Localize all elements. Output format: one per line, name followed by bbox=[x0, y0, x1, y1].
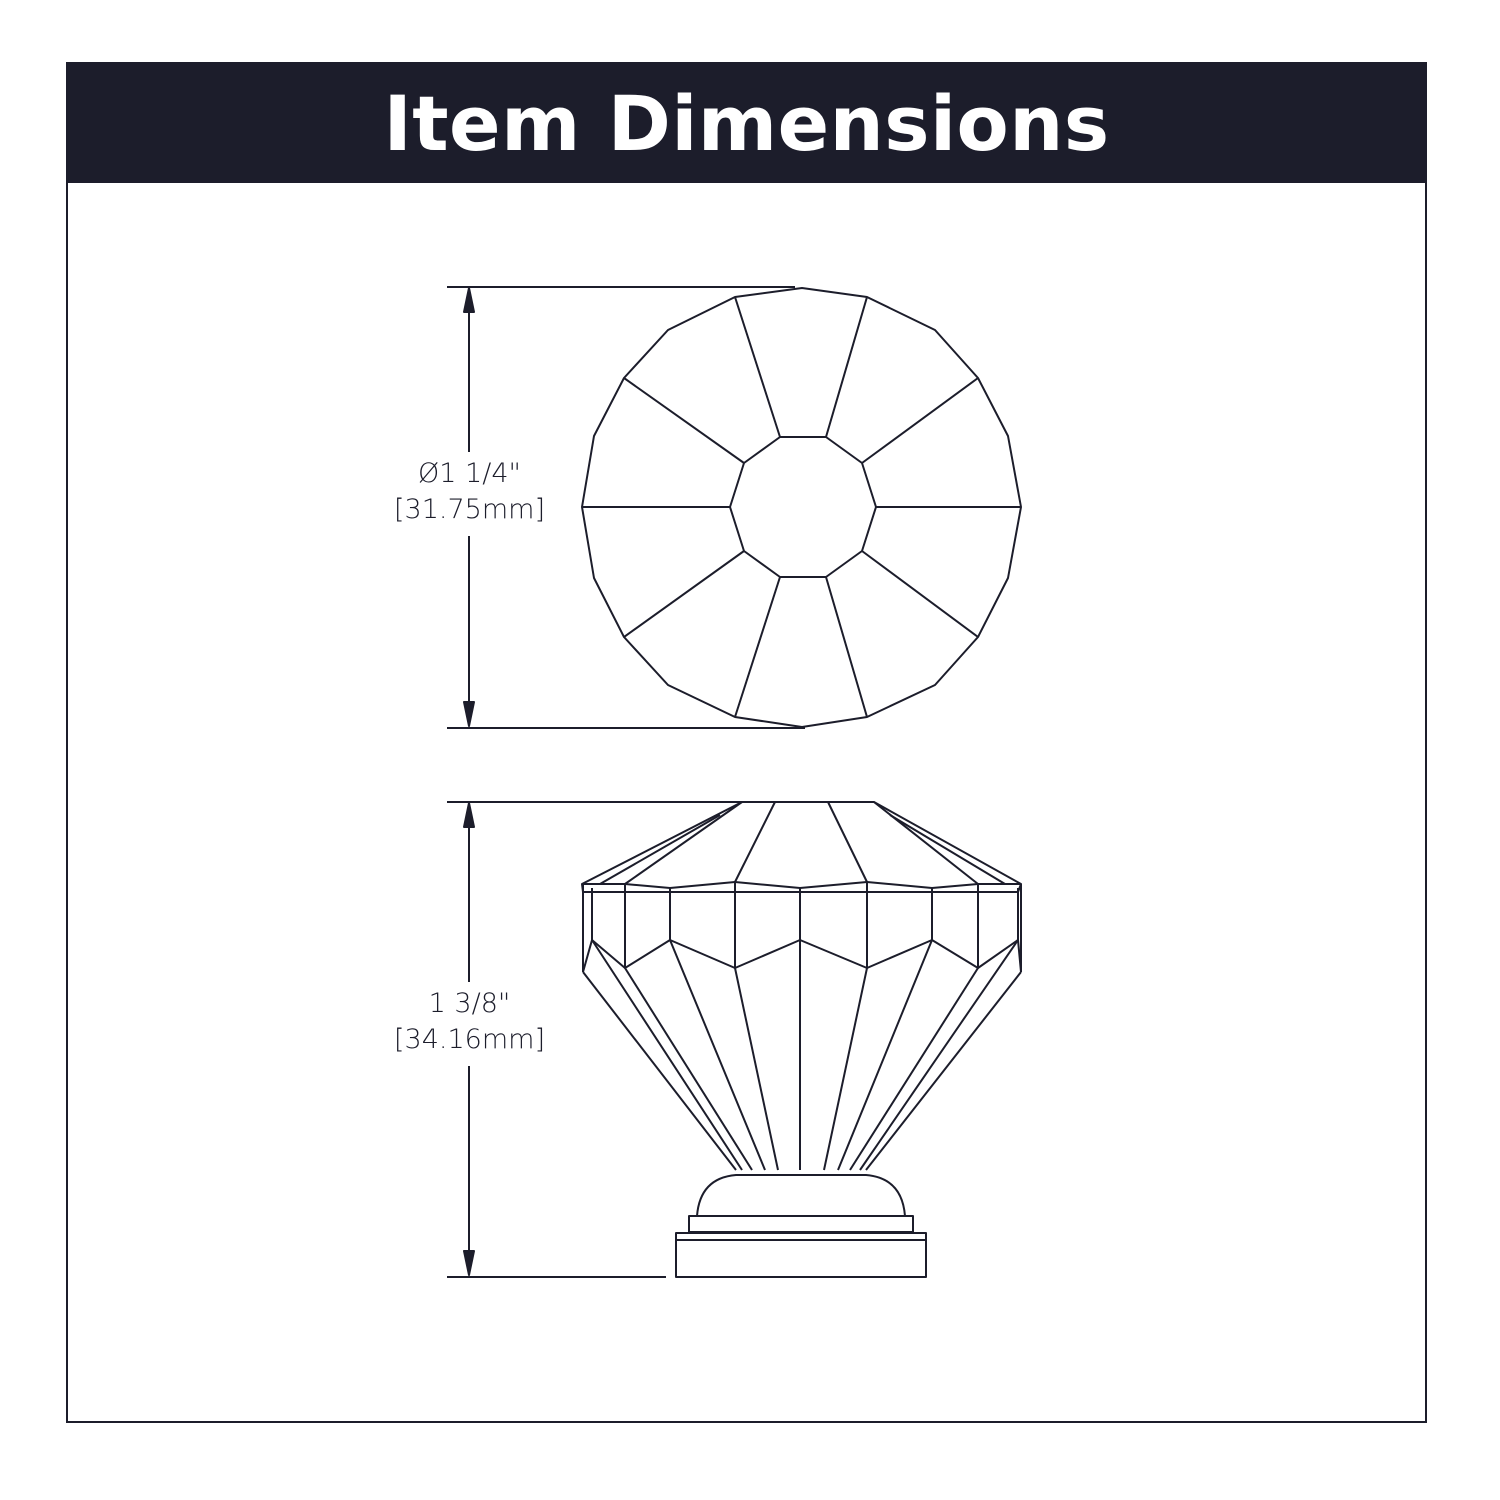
diameter-label: Ø1 1/4" [31.75mm] bbox=[392, 456, 547, 528]
diameter-dimension bbox=[392, 286, 805, 729]
top-view bbox=[392, 286, 1022, 729]
side-view-body bbox=[582, 939, 1022, 1171]
page-title: Item Dimensions bbox=[383, 79, 1110, 168]
height-dimension bbox=[392, 801, 742, 1278]
arrow-down-icon bbox=[463, 1250, 475, 1276]
top-view-center-facet bbox=[729, 436, 877, 578]
height-imperial: 1 3/8" bbox=[428, 988, 511, 1019]
arrow-down-icon bbox=[463, 701, 475, 727]
height-label: 1 3/8" [34.16mm] bbox=[392, 986, 547, 1058]
side-view bbox=[392, 801, 1022, 1278]
diameter-imperial: Ø1 1/4" bbox=[418, 458, 521, 489]
title-bar: Item Dimensions bbox=[68, 64, 1425, 183]
side-view-crown bbox=[581, 801, 1022, 893]
top-view-facet-lines bbox=[582, 296, 1021, 718]
arrow-up-icon bbox=[463, 287, 475, 313]
side-view-band-zigzag bbox=[582, 939, 1022, 973]
diagram-frame: Item Dimensions bbox=[66, 62, 1427, 1423]
arrow-up-icon bbox=[463, 802, 475, 828]
height-metric: [34.16mm] bbox=[394, 1024, 545, 1055]
side-view-base bbox=[675, 1174, 927, 1278]
diameter-metric: [31.75mm] bbox=[394, 494, 545, 525]
